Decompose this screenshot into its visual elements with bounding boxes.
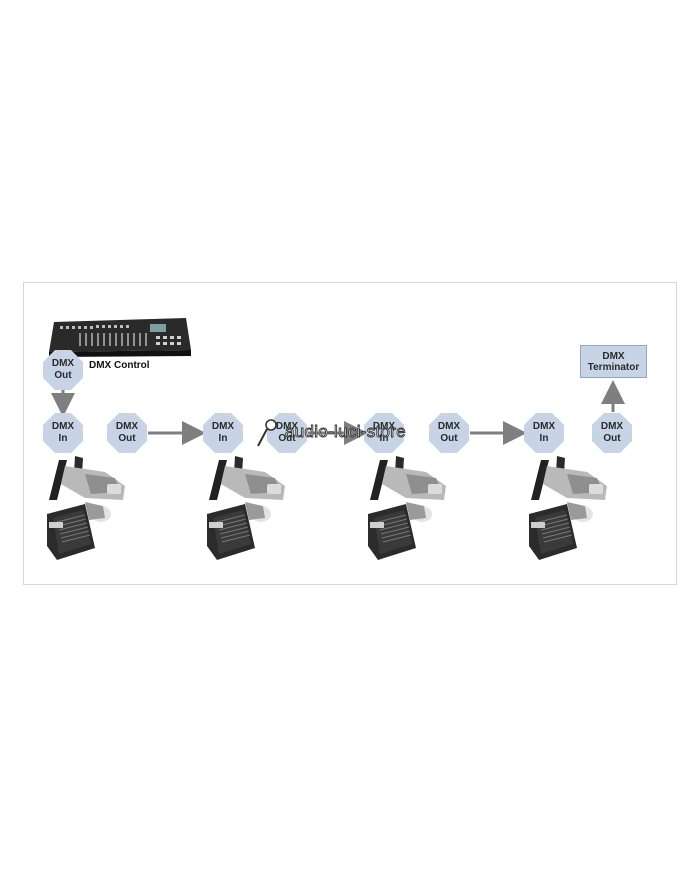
node-line2: Out xyxy=(118,433,136,444)
fixture2-dmx-in-node: DMX In xyxy=(203,413,243,453)
node-line2: In xyxy=(218,433,228,444)
node-line2: Out xyxy=(278,433,296,444)
fixture4-dmx-in-node: DMX In xyxy=(524,413,564,453)
node-line2: Out xyxy=(54,370,72,381)
node-line1: DMX xyxy=(600,421,624,432)
node-line1: DMX xyxy=(437,421,461,432)
node-line2: In xyxy=(379,433,389,444)
node-line2: Out xyxy=(603,433,621,444)
fixture4-dmx-out-node: DMX Out xyxy=(592,413,632,453)
watermark-text: audio-luci-store xyxy=(285,422,407,442)
fixture1-dmx-in-node: DMX In xyxy=(43,413,83,453)
node-line2: In xyxy=(58,433,68,444)
node-line1: DMX xyxy=(275,421,299,432)
terminator-line1: DMX xyxy=(602,350,625,362)
terminator-line2: Terminator xyxy=(587,361,640,373)
controller-dmx-out-node: DMX Out xyxy=(43,350,83,390)
controller-label: DMX Control xyxy=(89,360,150,371)
node-line1: DMX xyxy=(51,421,75,432)
node-line1: DMX xyxy=(51,358,75,369)
fixture3-dmx-in-node: DMX In xyxy=(364,413,404,453)
fixture1-dmx-out-node: DMX Out xyxy=(107,413,147,453)
fixture3-dmx-out-node: DMX Out xyxy=(429,413,469,453)
node-line1: DMX xyxy=(115,421,139,432)
node-line1: DMX xyxy=(211,421,235,432)
fixture2-dmx-out-node: DMX Out xyxy=(267,413,307,453)
dmx-terminator: DMX Terminator xyxy=(580,345,647,378)
node-line1: DMX xyxy=(532,421,556,432)
node-line1: DMX xyxy=(372,421,396,432)
node-line2: In xyxy=(539,433,549,444)
node-line2: Out xyxy=(440,433,458,444)
